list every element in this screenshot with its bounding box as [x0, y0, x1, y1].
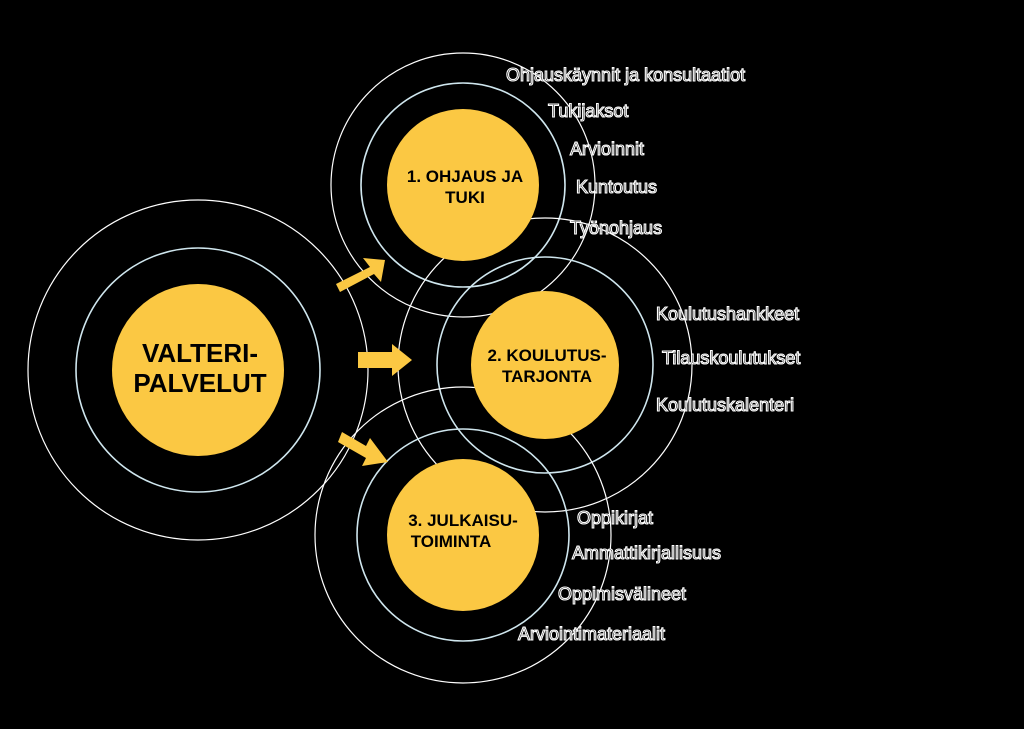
node-3-inner-ring [356, 428, 570, 642]
arrows [336, 258, 412, 466]
node-2-item: Koulutushankkeet [656, 304, 799, 324]
node-1-label-line-2: TUKI [445, 188, 485, 207]
center-outer-ring [27, 199, 369, 541]
center-label-line-2: PALVELUT [133, 368, 266, 398]
node-1-outer-ring [330, 52, 596, 318]
node-2-item: Tilauskoulutukset [662, 348, 800, 368]
node-1-inner-ring [360, 82, 566, 288]
node-3-label-line-1: 3. JULKAISU- [408, 511, 518, 530]
node-1-item: Tukijaksot [548, 101, 628, 121]
arrow-to-node-3 [338, 432, 388, 466]
node-1-item: Kuntoutus [576, 177, 657, 197]
node-1-item: Arvioinnit [570, 139, 644, 159]
node-3-label-line-2: TOIMINTA [411, 532, 492, 551]
node-1-item: Ohjauskäynnit ja konsultaatiot [506, 65, 745, 85]
node-3-item: Oppimisvälineet [558, 584, 686, 604]
node-1-rings [330, 52, 596, 318]
node-2-inner-ring [436, 256, 654, 474]
node-1-label-line-1: 1. OHJAUS JA [407, 167, 523, 186]
node-2-circle [471, 291, 619, 439]
node-2-label-line-1: 2. KOULUTUS- [488, 346, 607, 365]
center-inner-ring [75, 247, 321, 493]
node-1-circle [387, 109, 539, 261]
node-2-item: Koulutuskalenteri [656, 395, 794, 415]
center-label-line-1: VALTERI- [142, 338, 258, 368]
node-3-outer-ring [314, 386, 612, 684]
node-3-item: Oppikirjat [577, 508, 653, 528]
center-circle [112, 284, 284, 456]
arrow-to-node-1 [336, 258, 385, 292]
node-1-item: Työnohjaus [570, 218, 662, 238]
arrow-to-node-2 [358, 344, 412, 376]
node-3-rings [314, 386, 612, 684]
node-3-item: Ammattikirjallisuus [572, 543, 721, 563]
node-2-label-line-2: TARJONTA [502, 367, 592, 386]
center-rings [27, 199, 369, 541]
node-3-item: Arviointimateriaalit [518, 624, 665, 644]
node-3-circle [387, 459, 539, 611]
